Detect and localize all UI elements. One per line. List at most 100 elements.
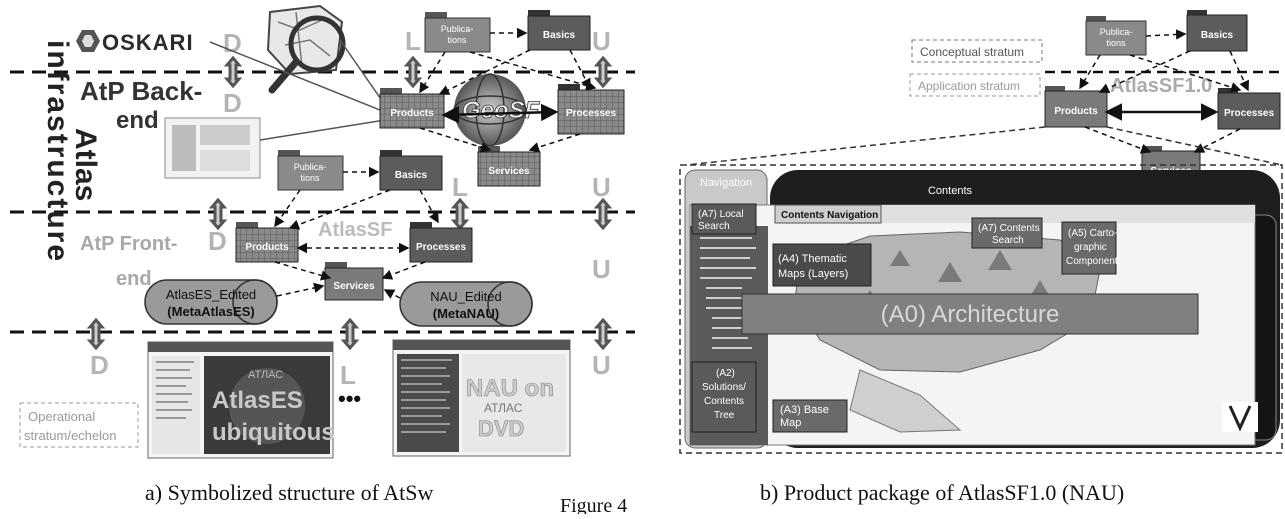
a0-text: (A0) Architecture <box>881 301 1060 328</box>
oskari-connectors <box>209 39 386 141</box>
atlases-edited-node: AtlasES_Edited (MetaAtlasES) <box>144 279 278 325</box>
a2-line3: Contents <box>704 396 744 407</box>
atlassf10-label: AtlasSF1.0 <box>1110 75 1212 97</box>
layer-l-2: L <box>452 172 468 202</box>
pkg-label: tions <box>447 35 467 45</box>
a7-local-search: (A7) Local Search <box>691 203 757 235</box>
navigation-title: Navigation <box>700 177 752 189</box>
pkg-services-top-label: Services <box>488 166 530 177</box>
layer-u-2: U <box>592 172 611 202</box>
a2-line4: Tree <box>714 410 735 421</box>
application-label: Application stratum <box>909 73 1041 97</box>
layer-d-1: D <box>223 28 242 58</box>
tree-items <box>700 237 756 349</box>
a7-contents-search: (A7) Contents Search <box>971 217 1043 249</box>
layer-d-2: D <box>223 88 242 118</box>
pkg-basics-mid-label: Basics <box>395 170 428 181</box>
a5-line1: (A5) Carto- <box>1068 228 1117 239</box>
pkg-products-mid-label: Products <box>245 242 289 253</box>
nau-edited-node: NAU_Edited (MetaNAU) <box>399 281 533 327</box>
package-products-top: Products <box>379 88 445 129</box>
right-panel: Conceptual stratum Application stratum A… <box>679 10 1285 454</box>
layer-u-4: U <box>592 350 611 380</box>
conceptual-text: Conceptual stratum <box>920 45 1024 59</box>
a5-line2: graphic <box>1074 242 1107 253</box>
pkg-services-mid-label: Services <box>333 281 375 292</box>
screen2-small: АТЛАС <box>484 401 523 415</box>
pkg-label: Publica- <box>1100 27 1133 37</box>
package-publications-mid: Publica- tions <box>277 150 344 191</box>
package-products-mid: Products <box>235 222 299 263</box>
package-publications-top: Publica- tions <box>424 12 491 53</box>
product-frame <box>679 164 1283 454</box>
pkg-processes-top-label: Processes <box>566 108 616 119</box>
screen1-line2: ubiquitous <box>212 419 335 446</box>
mid-package-group: Publica- tions Basics AtlasSF Products P… <box>235 150 473 301</box>
nau-edited-line1: NAU_Edited <box>430 289 502 304</box>
mid-package-arrows <box>274 166 439 281</box>
pkg-label: tions <box>300 173 320 183</box>
layer-l-3: L <box>340 360 356 390</box>
a5-cartographic: (A5) Carto- graphic Component <box>1061 221 1118 275</box>
contents-navigation-tab: Contents Navigation <box>781 210 878 221</box>
a4-thematic-maps: (A4) Thematic Maps (Layers) <box>772 243 872 287</box>
a2-line1: (A2) <box>716 368 735 379</box>
layer-u-1: U <box>592 26 611 56</box>
a7-contents-line2: Search <box>992 235 1024 246</box>
package-products-right: Products <box>1044 86 1108 128</box>
edited-arrows <box>276 282 401 299</box>
a4-line2: Maps (Layers) <box>778 268 848 280</box>
backend-label-line2: end <box>116 107 159 134</box>
oskari-logo: OSKARI <box>70 24 210 60</box>
top-package-group: Publica- tions Basics Products Processes <box>379 10 625 187</box>
stratum-lines <box>10 70 635 334</box>
atlassf-label: AtlasSF <box>318 219 392 241</box>
captions: a) Symbolized structure of AtSw Figure 4… <box>145 480 1124 517</box>
coat-of-arms-icon <box>1222 402 1258 432</box>
geosf-label: GeoSF <box>462 97 541 124</box>
frontend-label-line1: AtP Front- <box>80 233 177 255</box>
application-text: Application stratum <box>918 79 1020 93</box>
a7-contents-line1: (A7) Contents <box>978 223 1040 234</box>
frontend-label-line2: end <box>116 268 152 290</box>
contents-title: Contents <box>928 185 973 197</box>
vertical-title-atlas: Atlas <box>69 128 102 201</box>
atlases-edited-line1: AtlasES_Edited <box>166 287 256 302</box>
caption-figure: Figure 4 <box>560 495 627 514</box>
layer-letters: D D L U L U D U D L U <box>90 26 611 390</box>
caption-left: a) Symbolized structure of AtSw <box>145 480 434 505</box>
oskari-hexagon-icon <box>76 30 100 52</box>
backend-label-line1: AtP Back- <box>80 76 202 106</box>
right-package-arrows <box>1079 29 1249 154</box>
pkg-basics-top-label: Basics <box>543 30 576 41</box>
package-processes-right: Processes <box>1217 88 1281 130</box>
conceptual-label: Conceptual stratum <box>911 39 1043 63</box>
a3-line2: Map <box>780 417 801 429</box>
package-basics-top: Basics <box>527 10 591 51</box>
atlases-edited-line2: (MetaAtlasES) <box>167 304 254 319</box>
top-package-arrows <box>419 27 597 153</box>
pkg-products-right-label: Products <box>1054 106 1098 117</box>
pkg-basics-right-label: Basics <box>1201 30 1234 41</box>
map-magnifier-icon <box>266 4 346 94</box>
a3-base-map: (A3) Base Map <box>772 399 848 433</box>
screen1-small: АТЛАС <box>248 369 283 381</box>
nau-edited-line2: (MetaNAU) <box>433 306 499 321</box>
a2-line2: Solutions/ <box>702 382 746 393</box>
package-processes-mid: Processes <box>409 222 473 263</box>
layer-d-3: D <box>208 226 227 256</box>
package-publications-right: Publica- tions <box>1085 16 1147 56</box>
vertical-title-infrastructure: infrastructure <box>41 40 74 263</box>
pkg-label: tions <box>1106 38 1126 48</box>
zoom-lines <box>685 126 1283 166</box>
a0-architecture: (A0) Architecture <box>741 293 1199 335</box>
nau-screenshot: NAU on АТЛАС DVD <box>392 339 571 457</box>
oskari-text: OSKARI <box>102 30 194 55</box>
layer-u-3: U <box>592 254 611 284</box>
a7-local-line1: (A7) Local <box>698 209 744 220</box>
pkg-label: Publica- <box>441 24 474 34</box>
annotation-labels: (A7) Local Search (A7) Contents Search (… <box>691 203 1199 433</box>
left-panel: infrastructure Atlas OSKARI AtP Back- en… <box>10 4 635 459</box>
layer-d-4: D <box>90 350 109 380</box>
